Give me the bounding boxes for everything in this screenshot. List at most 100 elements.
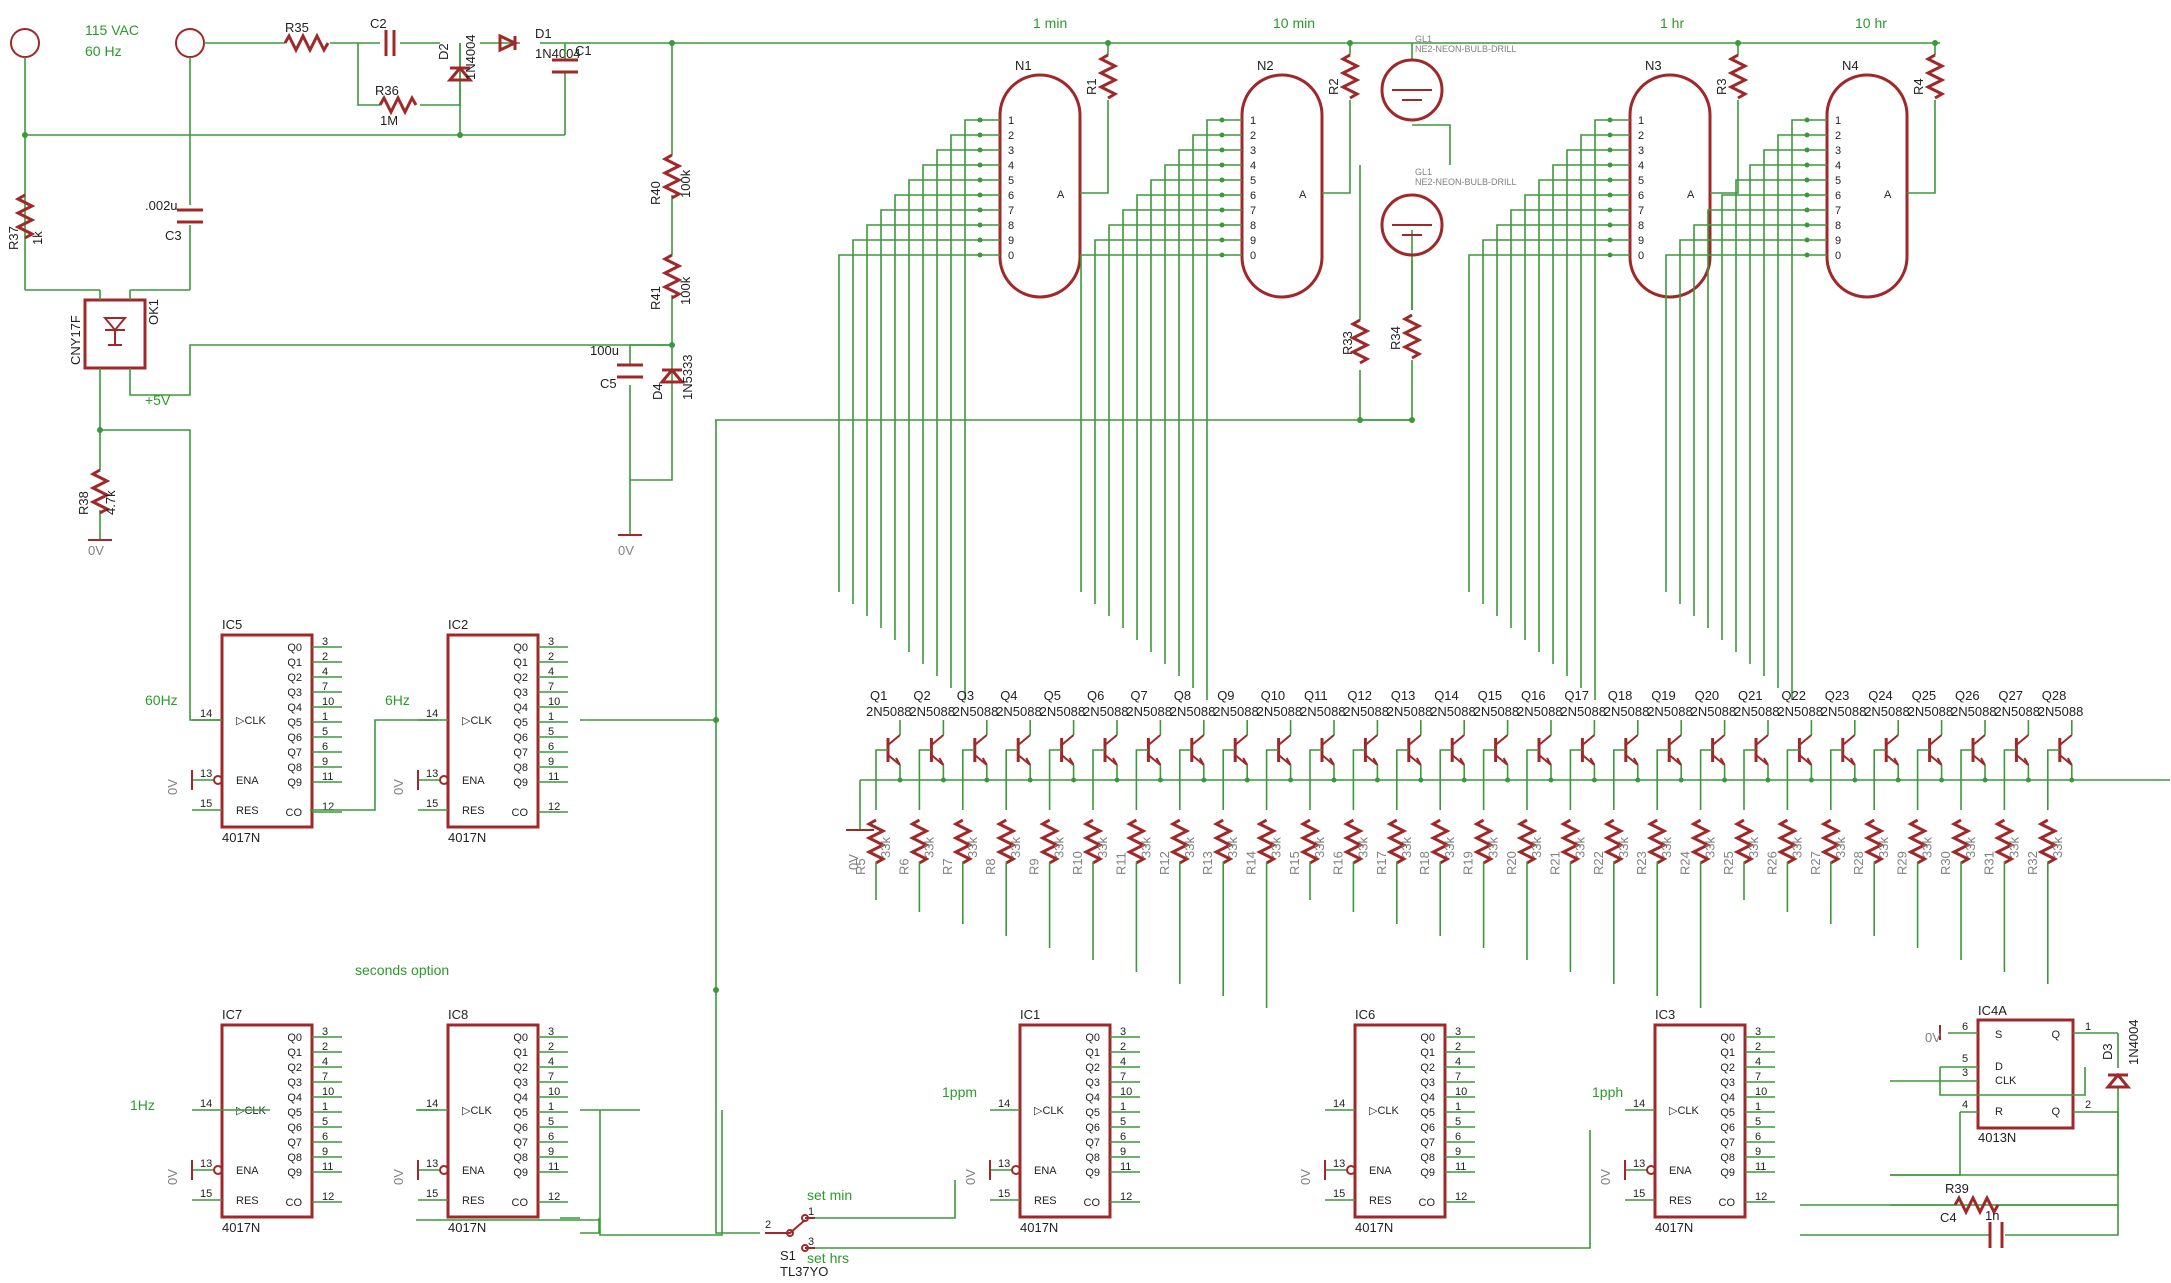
c4-value: 1n [1985, 1208, 1999, 1223]
gnd-label-r38: 0V [88, 543, 104, 558]
svg-text:1: 1 [1455, 1101, 1461, 1113]
transistor-label: Q17 [1564, 688, 1589, 703]
anode-resistor-label: R2 [1326, 78, 1341, 95]
base-resistor-label: R17 [1374, 851, 1389, 875]
svg-text:Q8: Q8 [1420, 1152, 1435, 1164]
r39-label: R39 [1945, 1181, 1969, 1196]
svg-text:3: 3 [548, 636, 554, 648]
d1-diode [498, 33, 519, 53]
base-resistor [1820, 818, 1842, 865]
c3-label: C3 [165, 228, 182, 243]
svg-text:15: 15 [1633, 1188, 1645, 1200]
base-resistor-label: R25 [1721, 851, 1736, 875]
svg-text:7: 7 [1755, 1071, 1761, 1083]
base-resistor-value: 33k [1486, 837, 1501, 858]
svg-text:Q4: Q4 [513, 702, 528, 714]
svg-text:5: 5 [1755, 1116, 1761, 1128]
transistor-part: 2N5088 [1691, 704, 1737, 719]
svg-text:CO: CO [1084, 1197, 1101, 1209]
svg-text:RES: RES [1369, 1195, 1392, 1207]
svg-text:13: 13 [426, 1158, 438, 1170]
base-resistor-label: R8 [983, 858, 998, 875]
transistor-part: 2N5088 [1994, 704, 2040, 719]
base-resistor [1429, 818, 1451, 865]
r41-resistor [661, 253, 683, 300]
transistor-part: 2N5088 [1387, 704, 1433, 719]
transistor-part: 2N5088 [1126, 704, 1172, 719]
svg-text:15: 15 [998, 1188, 1010, 1200]
base-resistor-value: 33k [1572, 837, 1587, 858]
d3-value: 1N4004 [2126, 1019, 2141, 1065]
base-resistor-label: R23 [1634, 851, 1649, 875]
base-resistor-value: 33k [2050, 837, 2065, 858]
svg-text:Q0: Q0 [513, 1032, 528, 1044]
r36-resistor [378, 94, 418, 116]
c2-label: C2 [370, 16, 387, 31]
base-resistor [952, 818, 974, 865]
transistor-part: 2N5088 [1517, 704, 1563, 719]
svg-text:CLK: CLK [1995, 1075, 2017, 1087]
transistor-part: 2N5088 [1213, 704, 1259, 719]
base-resistor [1603, 818, 1625, 865]
svg-text:▷CLK: ▷CLK [1669, 1105, 1700, 1117]
transistor-label: Q25 [1912, 688, 1937, 703]
svg-text:0V: 0V [846, 854, 861, 870]
r34-label: R34 [1388, 326, 1403, 350]
svg-text:Q3: Q3 [287, 1077, 302, 1089]
gl2-value: NE2-NEON-BULB-DRILL [1415, 177, 1517, 187]
svg-text:Q4: Q4 [1420, 1092, 1435, 1104]
transistor-part: 2N5088 [2038, 704, 2084, 719]
base-resistor [1473, 818, 1494, 865]
svg-text:2: 2 [322, 1041, 328, 1053]
tube-label: N2 [1257, 58, 1274, 73]
power-supply: 115 VAC 60 Hz R35 C2 R36 1M D2 1N4004 D1… [6, 16, 1940, 700]
transistor-label: Q13 [1391, 688, 1416, 703]
svg-text:6: 6 [1962, 1021, 1968, 1033]
tube-pin-label: 4 [1250, 160, 1256, 172]
svg-text:9: 9 [548, 756, 554, 768]
c3-value: .002u [145, 198, 178, 213]
tube-pin-label: 4 [1638, 160, 1644, 172]
svg-text:10: 10 [548, 1086, 560, 1098]
transistor-part: 2N5088 [1864, 704, 1910, 719]
s1-switch[interactable]: 2 1 3 S1 TL37YO [765, 1206, 828, 1279]
base-resistor-value: 33k [1399, 837, 1414, 858]
svg-text:Q2: Q2 [513, 1062, 528, 1074]
svg-text:13: 13 [998, 1158, 1010, 1170]
svg-text:Q8: Q8 [287, 762, 302, 774]
svg-text:0V: 0V [391, 779, 406, 795]
svg-text:Q8: Q8 [287, 1152, 302, 1164]
colon-lamps: GL1 NE2-NEON-BULB-DRILL GL1 NE2-NEON-BUL… [715, 34, 1517, 423]
s1-pin-1: 1 [808, 1206, 814, 1218]
base-resistor-value: 33k [1963, 837, 1978, 858]
c5-capacitor [617, 363, 643, 379]
base-resistor-label: R19 [1461, 851, 1476, 875]
base-resistor-value: 33k [1746, 837, 1761, 858]
svg-text:13: 13 [1333, 1158, 1345, 1170]
svg-text:Q2: Q2 [1720, 1062, 1735, 1074]
transistor-part: 2N5088 [1257, 704, 1303, 719]
base-resistor-value: 33k [1529, 837, 1544, 858]
svg-text:Q5: Q5 [287, 1107, 302, 1119]
svg-text:6: 6 [1120, 1131, 1126, 1143]
base-resistor [1386, 818, 1408, 865]
base-resistor [1646, 818, 1668, 865]
tube-anode-label: A [1057, 189, 1065, 201]
svg-text:Q7: Q7 [1420, 1137, 1435, 1149]
svg-text:2: 2 [1755, 1041, 1761, 1053]
svg-text:Q7: Q7 [513, 1137, 528, 1149]
svg-text:14: 14 [1333, 1098, 1345, 1110]
svg-text:2: 2 [2085, 1099, 2091, 1111]
transistor-label: Q9 [1217, 688, 1234, 703]
svg-text:ENA: ENA [1034, 1165, 1057, 1177]
ic-part: 4017N [448, 830, 486, 845]
transistor-part: 2N5088 [1474, 704, 1520, 719]
ic-part: 4017N [222, 830, 260, 845]
svg-text:Q7: Q7 [1720, 1137, 1735, 1149]
